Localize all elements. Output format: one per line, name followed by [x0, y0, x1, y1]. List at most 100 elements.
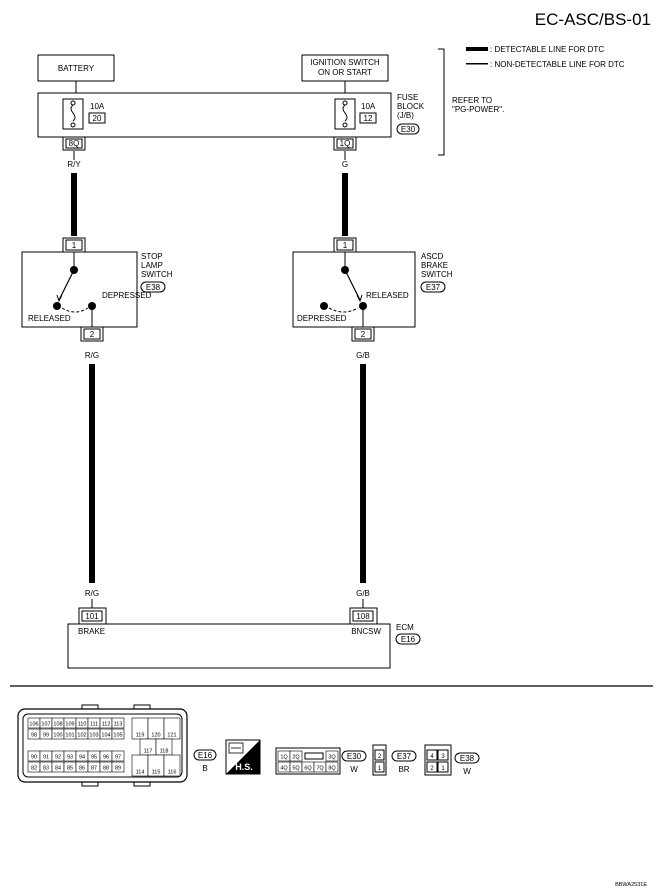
e16-pin: 91	[43, 755, 49, 761]
e16-pin: 89	[115, 766, 121, 772]
battery-label: BATTERY	[58, 64, 95, 73]
ascd-switch-state-a: RELEASED	[366, 291, 409, 300]
e16-pin: 121	[167, 733, 176, 739]
ecm-pin-108: 108	[356, 612, 370, 621]
e16-pin: 113	[114, 722, 123, 728]
e16-pin: 110	[78, 722, 87, 728]
fuse-block-label-1: FUSE	[397, 93, 418, 102]
ascd-switch-label-3: SWITCH	[421, 270, 453, 279]
ignition-label-1: IGNITION SWITCH	[310, 58, 380, 67]
legend-non-detectable-label: : NON-DETECTABLE LINE FOR DTC	[490, 60, 625, 69]
detectable-line-swatch	[466, 47, 488, 51]
hs-symbol: H.S.	[225, 739, 261, 775]
e16-pin: 117	[144, 749, 153, 755]
fuse-left: 10A 20	[62, 98, 106, 130]
wire-label-left-lower-bottom: R/G	[85, 589, 99, 598]
stop-lamp-switch: 1 DEPRESSED RELEASED 2 STOP LAMP SWITCH …	[21, 237, 173, 342]
fuse-right-rating: 10A	[361, 102, 376, 111]
e16-pin: 107	[41, 722, 50, 728]
fuse-left-rating: 10A	[90, 102, 105, 111]
wire-left-upper	[71, 173, 77, 236]
e30-pin: 7Q	[316, 766, 324, 772]
stop-switch-label-3: SWITCH	[141, 270, 173, 279]
ignition-switch-box	[301, 54, 389, 82]
ascd-switch-label-1: ASCD	[421, 252, 443, 261]
stop-switch-label-2: LAMP	[141, 261, 163, 270]
e16-pin: 101	[65, 733, 74, 739]
ascd-switch-label-2: BRAKE	[421, 261, 448, 270]
e16-pin: 97	[115, 755, 121, 761]
e37-pin-top: 2	[378, 754, 382, 760]
stop-switch-state-a: DEPRESSED	[102, 291, 152, 300]
ascd-switch-connector: E37	[426, 283, 441, 292]
wire-label-right-lower-top: G/B	[356, 351, 370, 360]
ascd-brake-switch: 1 RELEASED DEPRESSED 2 ASCD BRAKE SWITCH…	[292, 237, 453, 342]
e16-pin: 111	[90, 722, 98, 728]
e16-pin: 99	[43, 733, 49, 739]
terminal-8q-label: 8Q	[69, 139, 80, 148]
non-detectable-line-swatch	[466, 63, 488, 65]
e16-pin: 82	[31, 766, 37, 772]
e16-pin: 108	[53, 722, 62, 728]
e16-pin: 119	[136, 733, 145, 739]
wire-right-upper	[342, 173, 348, 236]
e16-pin: 104	[101, 733, 110, 739]
e16-pin: 95	[91, 755, 97, 761]
stop-switch-pin-2: 2	[90, 330, 95, 339]
terminal-1q: 1Q	[333, 137, 357, 151]
e30-pin: 5Q	[292, 766, 300, 772]
ascd-switch-state-b: DEPRESSED	[297, 314, 347, 323]
e38-pin-3: 3	[441, 754, 445, 760]
e16-pin: 115	[152, 770, 161, 776]
e16-pin: 94	[79, 755, 85, 761]
e30-pin: 2Q	[292, 755, 300, 761]
e38-id: E38	[460, 754, 475, 763]
e38-pin-4: 4	[430, 754, 434, 760]
e16-pin: 83	[43, 766, 49, 772]
wire-label-right-upper: G	[342, 160, 348, 169]
wire-right-lower	[360, 364, 366, 583]
e30-pin: 4Q	[280, 766, 288, 772]
e37-pin-bottom: 1	[378, 766, 382, 772]
e16-pin: 84	[55, 766, 61, 772]
stop-switch-connector: E38	[146, 283, 161, 292]
fuse-right: 10A 12	[334, 98, 377, 130]
e38-pin-2: 2	[430, 766, 434, 772]
e16-pin: 98	[31, 733, 37, 739]
e16-pin: 114	[136, 770, 145, 776]
legend-detectable-label: : DETECTABLE LINE FOR DTC	[490, 45, 604, 54]
e16-pin: 120	[151, 733, 160, 739]
e16-pin: 88	[103, 766, 109, 772]
e16-pin: 118	[160, 749, 169, 755]
e30-pin: 6Q	[304, 766, 312, 772]
stop-switch-state-b: RELEASED	[28, 314, 71, 323]
ascd-switch-pin-1: 1	[343, 241, 348, 250]
e38-pin-1: 1	[441, 766, 445, 772]
e16-pin: 92	[55, 755, 61, 761]
e16-pin: 96	[103, 755, 109, 761]
e16-pin: 102	[77, 733, 86, 739]
terminal-8q: 8Q	[62, 137, 86, 151]
e16-pin: 103	[89, 733, 98, 739]
e16-pin: 90	[31, 755, 37, 761]
e16-pin: 93	[67, 755, 73, 761]
e16-pin: 106	[29, 722, 38, 728]
fuse-block-label-2: BLOCK	[397, 102, 425, 111]
wire-label-left-upper: R/Y	[67, 160, 81, 169]
refer-bracket	[438, 48, 445, 156]
ecm: 101 108 BRAKE BNCSW ECM E16	[67, 607, 421, 669]
stop-switch-pin-1: 1	[72, 241, 77, 250]
ecm-signal-brake: BRAKE	[78, 627, 105, 636]
e16-pin: 86	[79, 766, 85, 772]
ecm-label: ECM	[396, 623, 414, 632]
e16-pin: 100	[53, 733, 62, 739]
ascd-switch-pin-2: 2	[361, 330, 366, 339]
wire-left-lower	[89, 364, 95, 583]
fuse-block-connector-badge	[396, 123, 420, 135]
ecm-pin-101: 101	[85, 612, 99, 621]
fuse-right-number: 12	[364, 114, 373, 123]
connector-e37-face: 2 1	[372, 744, 387, 776]
e16-color: B	[202, 764, 207, 773]
